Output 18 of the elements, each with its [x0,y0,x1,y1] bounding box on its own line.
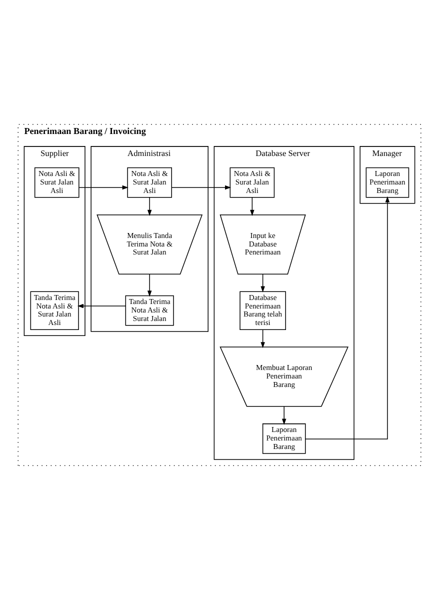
arrow [260,274,264,292]
arrow [170,185,231,190]
arrow [304,196,390,440]
node-box: Nota Asli & Surat Jalan Asli [34,167,79,198]
arrow [281,406,286,425]
node-box: Tanda Terima Nota Asli & Surat Jalan Asli [30,291,78,330]
node-box: Laporan Penerimaan Barang [262,423,306,454]
arrow [250,197,254,216]
node-box: Nota Asli & Surat Jalan Asli [126,167,172,198]
arrow [76,304,126,308]
arrow [146,274,152,297]
arrow [146,197,152,216]
node-box: Tanda Terima Nota Asli & Surat Jalan [124,295,174,326]
node-box: Laporan Penerimaan Barang [365,167,409,198]
arrow [78,185,128,190]
node-box: Database Penerimaan Barang telah terisi [239,291,286,330]
node-box: Nota Asli & Surat Jalan Asli [229,167,274,198]
arrow [260,329,264,348]
